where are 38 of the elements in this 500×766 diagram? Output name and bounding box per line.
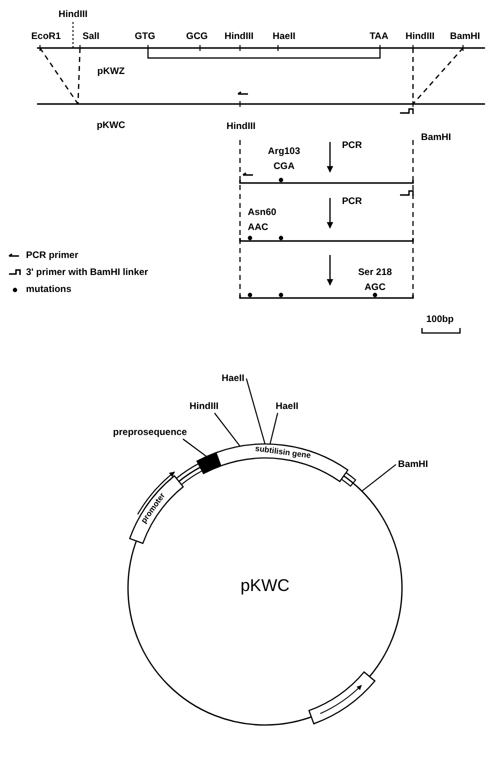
site-label: SalI <box>82 31 100 42</box>
mutation-label: AGC <box>364 282 386 293</box>
site-label: HindIII <box>224 31 254 42</box>
site-label: HindIII <box>226 121 256 132</box>
site-label: BamHI <box>420 132 452 143</box>
segment-label: subtilisin gene <box>254 444 312 460</box>
site-label: HindIII <box>405 31 435 42</box>
plasmid-label: pKWZ <box>97 66 125 77</box>
site-label: EcoR1 <box>31 31 61 42</box>
legend-text: mutations <box>26 284 72 295</box>
leader-line <box>246 378 266 444</box>
step-label: PCR <box>342 140 362 151</box>
site-label: HaeII <box>276 401 298 412</box>
leader-line <box>270 412 278 444</box>
site-label: HindIII <box>58 9 88 20</box>
codon-label: TAA <box>370 31 388 42</box>
scale-label: 100bp <box>426 314 454 325</box>
site-label: HaeII <box>222 373 244 384</box>
mutation-label: CGA <box>273 161 295 172</box>
mutation-label: AAC <box>248 222 268 233</box>
codon-label: GCG <box>186 31 208 42</box>
site-label: HindIII <box>189 401 219 412</box>
site-label: HaeII <box>272 31 296 42</box>
leader-line <box>182 438 207 457</box>
site-label: preprosequence <box>113 427 187 438</box>
step-label: PCR <box>342 196 362 207</box>
legend-text: 3' primer with BamHI linker <box>26 267 148 278</box>
leader-line <box>214 412 240 447</box>
site-label: BamHI <box>398 459 428 470</box>
mutation-label: Ser 218 <box>358 267 392 278</box>
legend-text: PCR primer <box>26 250 78 261</box>
mutation-label: Asn60 <box>248 207 276 218</box>
leader-line <box>362 464 396 492</box>
site-label: BamHI <box>450 31 480 42</box>
plasmid-label: pKWC <box>96 120 126 131</box>
mutation-label: Arg103 <box>268 146 300 157</box>
codon-label: GTG <box>134 31 156 42</box>
plasmid-name: pKWC <box>240 576 290 596</box>
